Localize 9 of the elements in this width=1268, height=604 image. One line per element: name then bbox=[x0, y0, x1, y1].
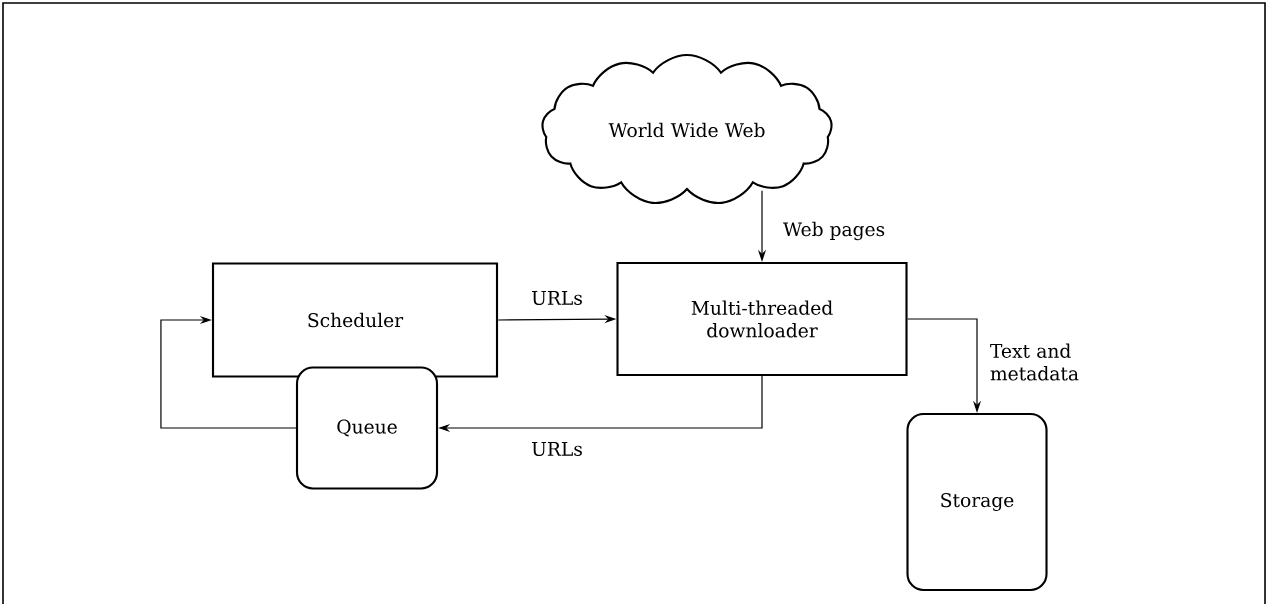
storage-box: Storage bbox=[906, 412, 1048, 592]
process-box: Multi-threaded downloader bbox=[616, 261, 908, 377]
process-box: Scheduler bbox=[211, 262, 499, 378]
edge-label: URLs bbox=[532, 442, 582, 456]
edge-label: Web pages bbox=[783, 221, 885, 241]
storage-box: Queue bbox=[295, 366, 439, 490]
edge-label: URLs bbox=[532, 291, 582, 305]
arrow bbox=[160, 315, 297, 429]
edge-label: Text and metadata bbox=[990, 343, 1079, 381]
